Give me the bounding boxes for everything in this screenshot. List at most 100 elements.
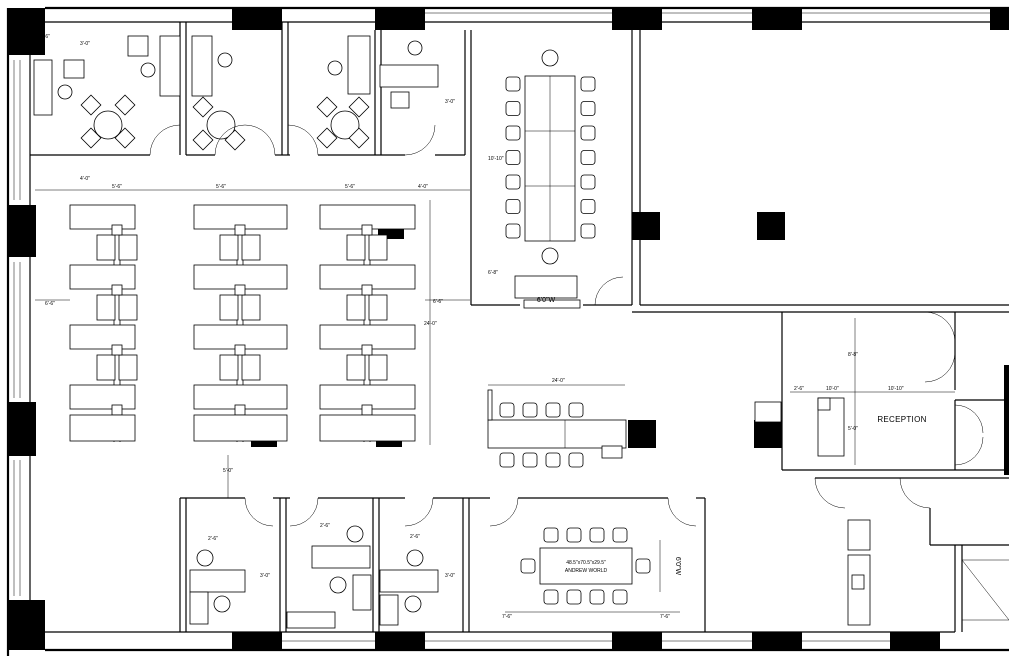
chair [505, 101, 521, 116]
workstation-return [346, 234, 366, 261]
workstation-return [118, 294, 138, 321]
structural-columns [8, 8, 1009, 650]
dim-label: 10'-10" [888, 386, 904, 392]
workstation-return [118, 354, 138, 381]
bottom-offices: 2'-6" 2'-6" 2'-6" 3'-0" 3'-0" [179, 497, 706, 632]
chair [505, 199, 521, 214]
workstation-desk [69, 264, 136, 290]
chair [566, 589, 582, 605]
reception-area: RECEPTION 2'-6" 10'-0" 10'-10" 8'-8" 5'-… [754, 311, 1009, 632]
dim-label: 2'-6" [208, 536, 218, 542]
window-glazing [13, 12, 990, 642]
dim-label: 2'-6" [794, 386, 804, 392]
table-size-label: 48.5"x70.5"x29.5" [566, 560, 606, 566]
workstation-return [346, 354, 366, 381]
workstation-post [234, 284, 246, 296]
workstation-post [111, 344, 123, 356]
middle-table: 24'-0" [487, 378, 627, 468]
chair [580, 125, 596, 141]
workstation-return [96, 354, 116, 381]
chair [505, 125, 521, 141]
chair [520, 558, 536, 574]
chair [543, 589, 559, 605]
workstation-desk [319, 414, 416, 442]
workstation-post [361, 224, 373, 236]
workstation-post [111, 284, 123, 296]
workstation-desk [193, 414, 288, 442]
workstation-return [96, 234, 116, 261]
top-offices [30, 22, 472, 305]
chair [566, 527, 582, 543]
dim-label: 6'-8" [488, 270, 498, 276]
dim-label: 2'-6" [410, 534, 420, 540]
dim-label: 4'-0" [418, 184, 428, 190]
dim-label: 10'-0" [826, 386, 839, 392]
bottom-conference: 48.5"x70.5"x29.5" ANDREW WORLD 6'0"W 7'-… [502, 527, 681, 620]
chair [580, 150, 596, 165]
chair [499, 452, 515, 468]
workstation-return [219, 354, 239, 381]
bottom-table-width-label: 6'0"W [674, 557, 681, 576]
conference-width-label: 6'0"W [537, 297, 556, 304]
open-workstations [69, 204, 416, 442]
chair [522, 402, 538, 418]
workstation-desk [69, 384, 136, 410]
dim-label: 7'-6" [660, 614, 670, 620]
bottom-table-chairs [520, 527, 651, 605]
chair [543, 527, 559, 543]
chair [499, 402, 515, 418]
dim-label: 24'-0" [552, 378, 565, 384]
chair [580, 199, 596, 214]
workstation-return [219, 234, 239, 261]
dim-label: 2'-6" [320, 523, 330, 529]
dim-label: 2'-6" [40, 34, 50, 40]
conference-chairs-right [580, 76, 596, 239]
workstation-post [234, 224, 246, 236]
workstation-return [368, 234, 388, 261]
chair [580, 174, 596, 190]
chair [580, 76, 596, 92]
dim-label: 5'-0" [848, 426, 858, 432]
workstation-post [234, 344, 246, 356]
exterior-walls [6, 6, 1009, 656]
workstation-post [361, 344, 373, 356]
chair [545, 452, 561, 468]
dim-label: 4'-0" [80, 176, 90, 182]
dim-label: 3'-0" [260, 573, 270, 579]
workstation-return [219, 294, 239, 321]
dim-label: 3'-0" [80, 41, 90, 47]
chair [545, 402, 561, 418]
dim-label: 5'-6" [345, 184, 355, 190]
chair [612, 589, 628, 605]
dim-label: 10'-10" [488, 156, 504, 162]
middle-table-chairs [499, 402, 584, 468]
reception-label: RECEPTION [877, 415, 926, 424]
table-maker-label: ANDREW WORLD [565, 568, 608, 574]
dim-label: 5'-6" [112, 184, 122, 190]
chair [522, 452, 538, 468]
dim-label: 8'-8" [848, 352, 858, 358]
workstation-return [96, 294, 116, 321]
chair [568, 402, 584, 418]
chair [580, 223, 596, 239]
workstation-return [368, 354, 388, 381]
workstation-return [241, 294, 261, 321]
chair [505, 150, 521, 165]
workstation-return [241, 354, 261, 381]
conference-chairs-left [505, 76, 521, 239]
conference-room: 6'0"W [471, 49, 632, 309]
dim-label: 3'-0" [445, 99, 455, 105]
chair [505, 174, 521, 190]
workstation-desk [69, 204, 136, 230]
chair [505, 76, 521, 92]
chair [635, 558, 651, 574]
workstation-post [111, 224, 123, 236]
dim-label: 3'-0" [445, 573, 455, 579]
chair [568, 452, 584, 468]
chair [505, 223, 521, 239]
dim-label: 6'-6" [433, 299, 443, 305]
chair [589, 589, 605, 605]
dim-label: 7'-6" [502, 614, 512, 620]
workstation-return [241, 234, 261, 261]
